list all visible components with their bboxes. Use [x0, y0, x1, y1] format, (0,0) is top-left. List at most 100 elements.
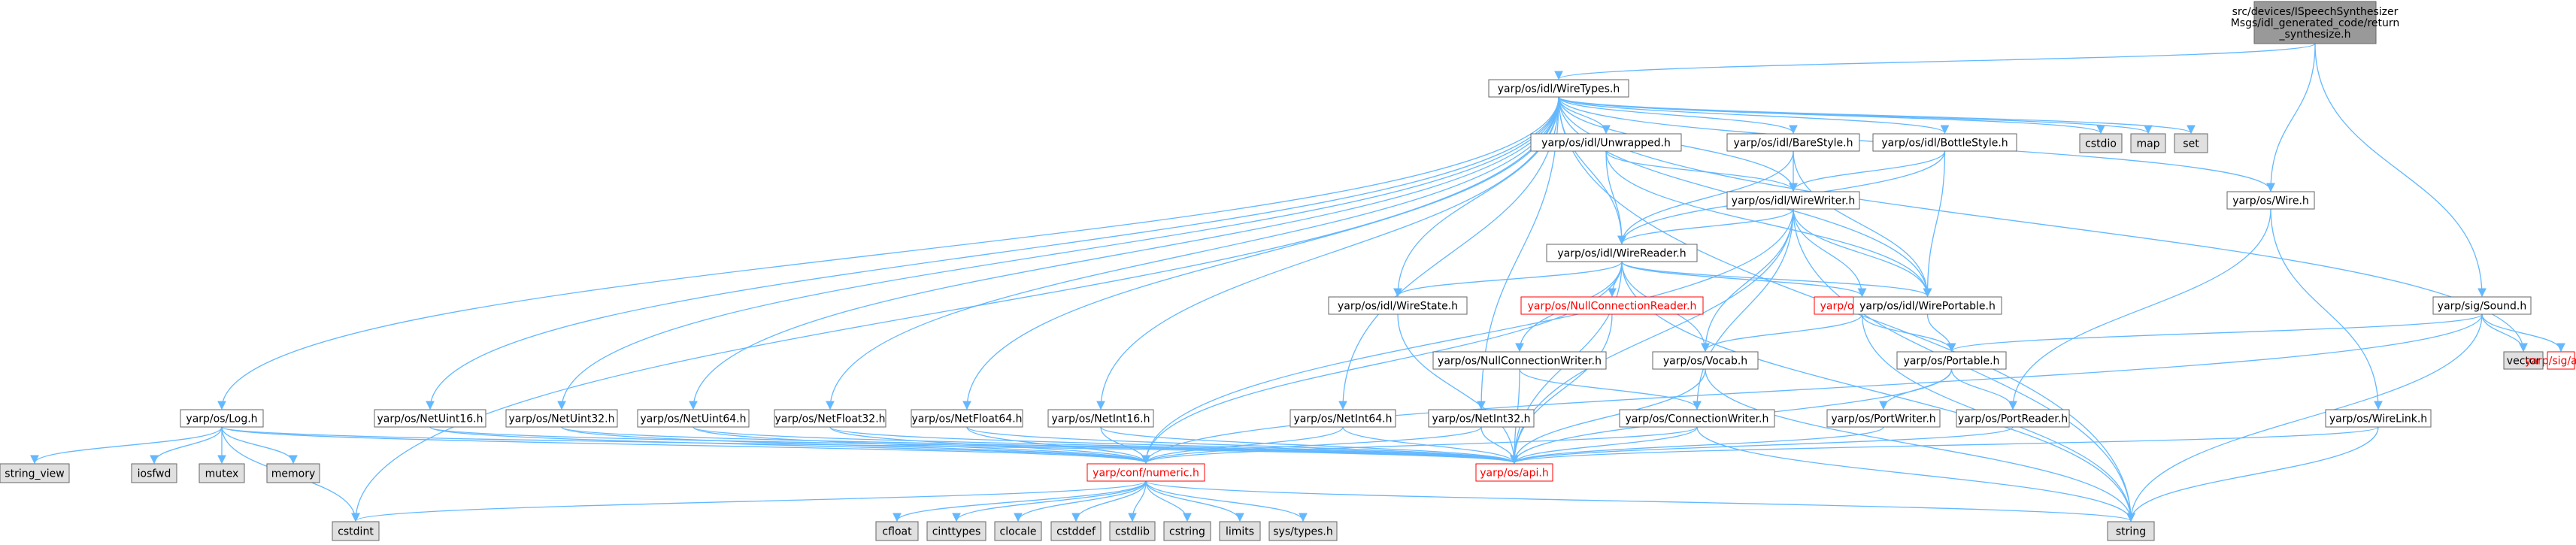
node-box	[180, 409, 264, 428]
node-netfloat64[interactable]: yarp/os/NetFloat64.h	[911, 409, 1023, 428]
node-label: memory	[271, 468, 316, 480]
node-netint16[interactable]: yarp/os/NetInt16.h	[1047, 409, 1154, 428]
edge-wirewriter-to-wirereader	[1617, 208, 1794, 245]
node-cstring: cstring	[1163, 521, 1211, 541]
node-netint64[interactable]: yarp/os/NetInt64.h	[1290, 409, 1396, 428]
node-wirestate[interactable]: yarp/os/idl/WireState.h	[1328, 296, 1468, 315]
node-connwriter[interactable]: yarp/os/ConnectionWriter.h	[1619, 409, 1775, 428]
node-wireportable[interactable]: yarp/os/idl/WirePortable.h	[1853, 296, 2002, 315]
edge-netuint64-to-numeric	[692, 426, 1150, 465]
node-label: yarp/os/Log.h	[186, 413, 257, 425]
node-wirereader[interactable]: yarp/os/idl/WireReader.h	[1546, 244, 1698, 262]
edge-wiretypes-to-netuint16	[426, 96, 1559, 410]
node-label: sys/types.h	[1273, 526, 1332, 538]
node-nullconnwriter[interactable]: yarp/os/NullConnectionWriter.h	[1432, 351, 1607, 370]
node-box	[332, 521, 380, 541]
node-label: yarp/os/NullConnectionWriter.h	[1438, 356, 1602, 368]
edge-netuint16-to-numeric	[429, 426, 1150, 465]
edge-connwriter-to-osapi	[1510, 426, 1698, 465]
node-box	[2107, 521, 2155, 541]
edge-netint64-to-numeric	[1141, 426, 1344, 465]
node-netint32[interactable]: yarp/os/NetInt32.h	[1428, 409, 1535, 428]
node-unwrapped[interactable]: yarp/os/idl/Unwrapped.h	[1530, 133, 1682, 152]
edge-wiretypes-to-bottlestyle	[1558, 96, 1950, 135]
edge-wiretypes-to-netint16	[1096, 96, 1559, 410]
edge-wiretypes-to-set	[1558, 96, 2196, 135]
node-netfloat32[interactable]: yarp/os/NetFloat32.h	[774, 409, 886, 428]
node-label: yarp/os/ConnectionWriter.h	[1626, 413, 1769, 425]
node-label: cstdio	[2085, 138, 2117, 150]
node-box	[911, 409, 1023, 428]
node-barestyle[interactable]: yarp/os/idl/BareStyle.h	[1726, 133, 1860, 152]
node-box	[0, 463, 70, 483]
node-box	[266, 463, 320, 483]
node-bottlestyle[interactable]: yarp/os/idl/BottleStyle.h	[1872, 133, 2017, 152]
edge-portwriter-to-osapi	[1510, 426, 1884, 465]
node-label: yarp/os/PortWriter.h	[1831, 413, 1935, 425]
node-box	[1546, 244, 1698, 262]
node-portwriter[interactable]: yarp/os/PortWriter.h	[1826, 409, 1941, 428]
node-wiretypes[interactable]: yarp/os/idl/WireTypes.h	[1488, 79, 1629, 98]
node-box	[1109, 521, 1156, 541]
node-portreader[interactable]: yarp/os/PortReader.h	[1956, 409, 2070, 428]
node-box	[1619, 409, 1775, 428]
edge-connwriter-to-numeric	[1141, 426, 1698, 465]
edge-netint32-to-numeric	[1141, 426, 1482, 465]
node-netuint16[interactable]: yarp/os/NetUint16.h	[374, 409, 486, 428]
node-label: clocale	[1000, 526, 1037, 538]
edge-sound-to-portable	[1947, 313, 2483, 353]
edge-wirereader-to-wirestate	[1393, 261, 1623, 298]
node-sigapi[interactable]: yarp/sig/api.h	[2525, 351, 2576, 370]
node-label: mutex	[205, 468, 239, 480]
node-string: string	[2107, 521, 2155, 541]
edge-vocab-to-osapi	[1510, 368, 1706, 465]
edge-log-to-string_view	[30, 426, 223, 465]
edge-numeric-to-cstdint	[351, 480, 1147, 522]
edge-vocab-to-string	[1705, 368, 2135, 522]
node-numeric[interactable]: yarp/conf/numeric.h	[1086, 463, 1205, 482]
node-box	[1652, 351, 1759, 370]
node-label: yarp/os/idl/Unwrapped.h	[1541, 138, 1671, 150]
node-label: cstring	[1169, 526, 1205, 538]
edge-unwrapped-to-wireportable	[1605, 150, 1932, 298]
edge-wiretypes-to-netint64	[1338, 96, 1559, 410]
edge-layer	[30, 43, 2565, 522]
edge-wiretypes-to-log	[217, 96, 1559, 410]
node-wirewriter[interactable]: yarp/os/idl/WireWriter.h	[1726, 191, 1860, 210]
node-cstddef: cstddef	[1050, 521, 1102, 541]
edge-netfloat32-to-osapi	[829, 426, 1519, 465]
node-vocab[interactable]: yarp/os/Vocab.h	[1652, 351, 1759, 370]
node-label: limits	[1226, 526, 1254, 538]
edge-numeric-to-cstring	[1145, 480, 1192, 522]
node-portable[interactable]: yarp/os/Portable.h	[1896, 351, 2007, 370]
node-wire[interactable]: yarp/os/Wire.h	[2226, 191, 2315, 210]
edge-log-to-numeric	[221, 426, 1150, 465]
node-osapi[interactable]: yarp/os/api.h	[1475, 463, 1553, 482]
node-wirelink[interactable]: yarp/os/WireLink.h	[2325, 409, 2432, 428]
node-limits: limits	[1219, 521, 1261, 541]
node-label: string_view	[5, 468, 64, 480]
node-box	[2130, 133, 2166, 153]
edge-portable-to-portwriter	[1879, 368, 1953, 410]
edge-numeric-to-limits	[1145, 480, 1244, 522]
node-map: map	[2130, 133, 2166, 153]
node-log[interactable]: yarp/os/Log.h	[180, 409, 264, 428]
edge-numeric-to-cstdlib	[1128, 480, 1147, 522]
node-label: yarp/os/Portable.h	[1904, 356, 2000, 368]
node-cstdlib: cstdlib	[1109, 521, 1156, 541]
node-box	[374, 409, 486, 428]
node-nullconnreader[interactable]: yarp/os/NullConnectionReader.h	[1520, 296, 1704, 315]
edge-numeric-to-cstddef	[1071, 480, 1147, 522]
node-netuint32[interactable]: yarp/os/NetUint32.h	[505, 409, 618, 428]
node-box	[926, 521, 986, 541]
node-label: yarp/os/NetFloat32.h	[774, 413, 885, 425]
node-box	[1475, 463, 1553, 482]
node-sound[interactable]: yarp/sig/Sound.h	[2432, 296, 2532, 315]
node-netuint64[interactable]: yarp/os/NetUint64.h	[637, 409, 750, 428]
node-box	[1086, 463, 1205, 482]
node-box	[1896, 351, 2007, 370]
node-box	[131, 463, 177, 483]
